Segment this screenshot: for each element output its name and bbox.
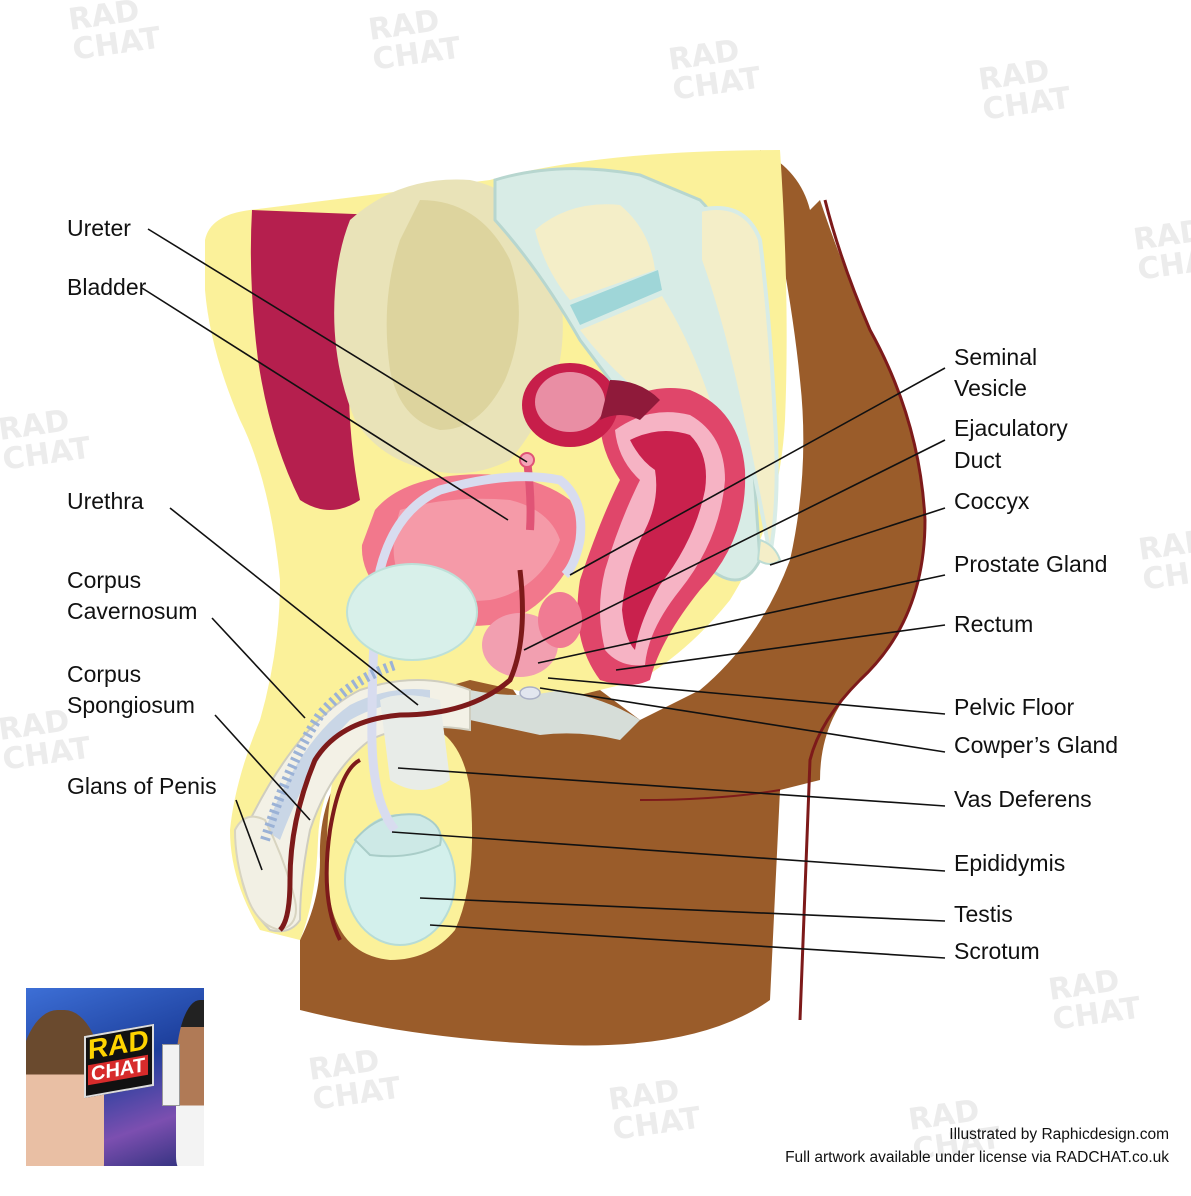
label-prostate-gland: Prostate Gland (954, 551, 1108, 577)
label-urethra: Urethra (67, 488, 144, 514)
leader-coccyx (769, 507, 946, 566)
label-rectum: Rectum (954, 611, 1034, 637)
urethra-line (278, 569, 525, 932)
leader-corpus-spongiosum (214, 714, 311, 821)
credit-illustrator: Illustrated by Raphicdesign.com (949, 1126, 1169, 1143)
radchat-logo-photo: RAD CHAT (26, 988, 204, 1166)
label-ureter: Ureter (67, 215, 131, 241)
logo-box-side (162, 1044, 180, 1106)
label-seminal-vesicle-line2: Vesicle (954, 375, 1027, 401)
label-corpus-cavernosum-line2: Cavernosum (67, 598, 198, 624)
credit-license: Full artwork available under license via… (785, 1149, 1169, 1166)
label-ejaculatory-duct-line2: Duct (954, 447, 1002, 473)
leader-testis (419, 897, 946, 922)
label-pelvic-floor: Pelvic Floor (954, 694, 1075, 720)
coccyx-bone (756, 538, 782, 565)
label-testis: Testis (954, 901, 1013, 927)
label-ejaculatory-duct-line1: Ejaculatory (954, 415, 1068, 441)
leader-bladder (141, 287, 509, 521)
label-cowpers-gland: Cowper’s Gland (954, 732, 1119, 758)
corpus-cavernosum-shape (265, 689, 430, 840)
label-coccyx: Coccyx (954, 488, 1030, 514)
vertebra-upper (535, 204, 655, 300)
scrotum-outline (324, 758, 362, 941)
cowpers-gland-shape (519, 686, 541, 700)
penis-shaft (238, 679, 471, 933)
leader-scrotum (429, 924, 946, 959)
label-corpus-spongiosum-line2: Spongiosum (67, 692, 195, 718)
label-epididymis: Epididymis (954, 850, 1066, 876)
glans-shape (233, 815, 297, 932)
sigmoid-colon-lumen (535, 372, 605, 432)
label-glans-of-penis: Glans of Penis (67, 773, 217, 799)
label-corpus-spongiosum-line1: Corpus (67, 661, 142, 687)
leader-seminal-vesicle (569, 367, 946, 576)
vertebra-lower (580, 296, 710, 405)
abdominal-mass-shade (386, 200, 519, 430)
presenter-right-figure (176, 1000, 204, 1166)
leader-ejaculatory-duct (523, 439, 946, 651)
seminal-vesicle-shape (538, 592, 582, 648)
colon-connector (600, 380, 660, 420)
leader-pelvic-floor (547, 677, 946, 715)
corpus-spongiosum-tube (260, 660, 397, 842)
label-scrotum: Scrotum (954, 938, 1040, 964)
pelvic-floor-band (470, 690, 640, 740)
spermatic-cord (380, 695, 450, 790)
leader-lines (141, 228, 946, 959)
watermark-pattern: RADCHAT RADCHAT RADCHAT RADCHAT RADCHAT … (0, 0, 1191, 1168)
pubic-pad (346, 563, 478, 661)
leader-vas-deferens (397, 767, 946, 807)
label-vas-deferens: Vas Deferens (954, 786, 1092, 812)
leader-glans (235, 799, 263, 871)
leader-epididymis (391, 831, 946, 872)
leader-prostate (537, 574, 946, 664)
leader-ureter (147, 228, 528, 463)
label-seminal-vesicle-line1: Seminal (954, 344, 1038, 370)
skin-crease (639, 789, 781, 801)
leader-corpus-cavernosum (211, 617, 306, 719)
sacral-canal (698, 206, 779, 556)
leader-rectum (615, 624, 946, 671)
rectum-inner (622, 431, 706, 650)
leader-cowpers (539, 687, 946, 753)
label-corpus-cavernosum-line1: Corpus (67, 567, 142, 593)
intervertebral-disc (570, 270, 662, 325)
ureter-end (519, 452, 535, 468)
label-bladder: Bladder (67, 274, 147, 300)
leader-urethra (169, 507, 419, 706)
body-edge-line (798, 199, 927, 1021)
ureter-tube (523, 459, 535, 531)
